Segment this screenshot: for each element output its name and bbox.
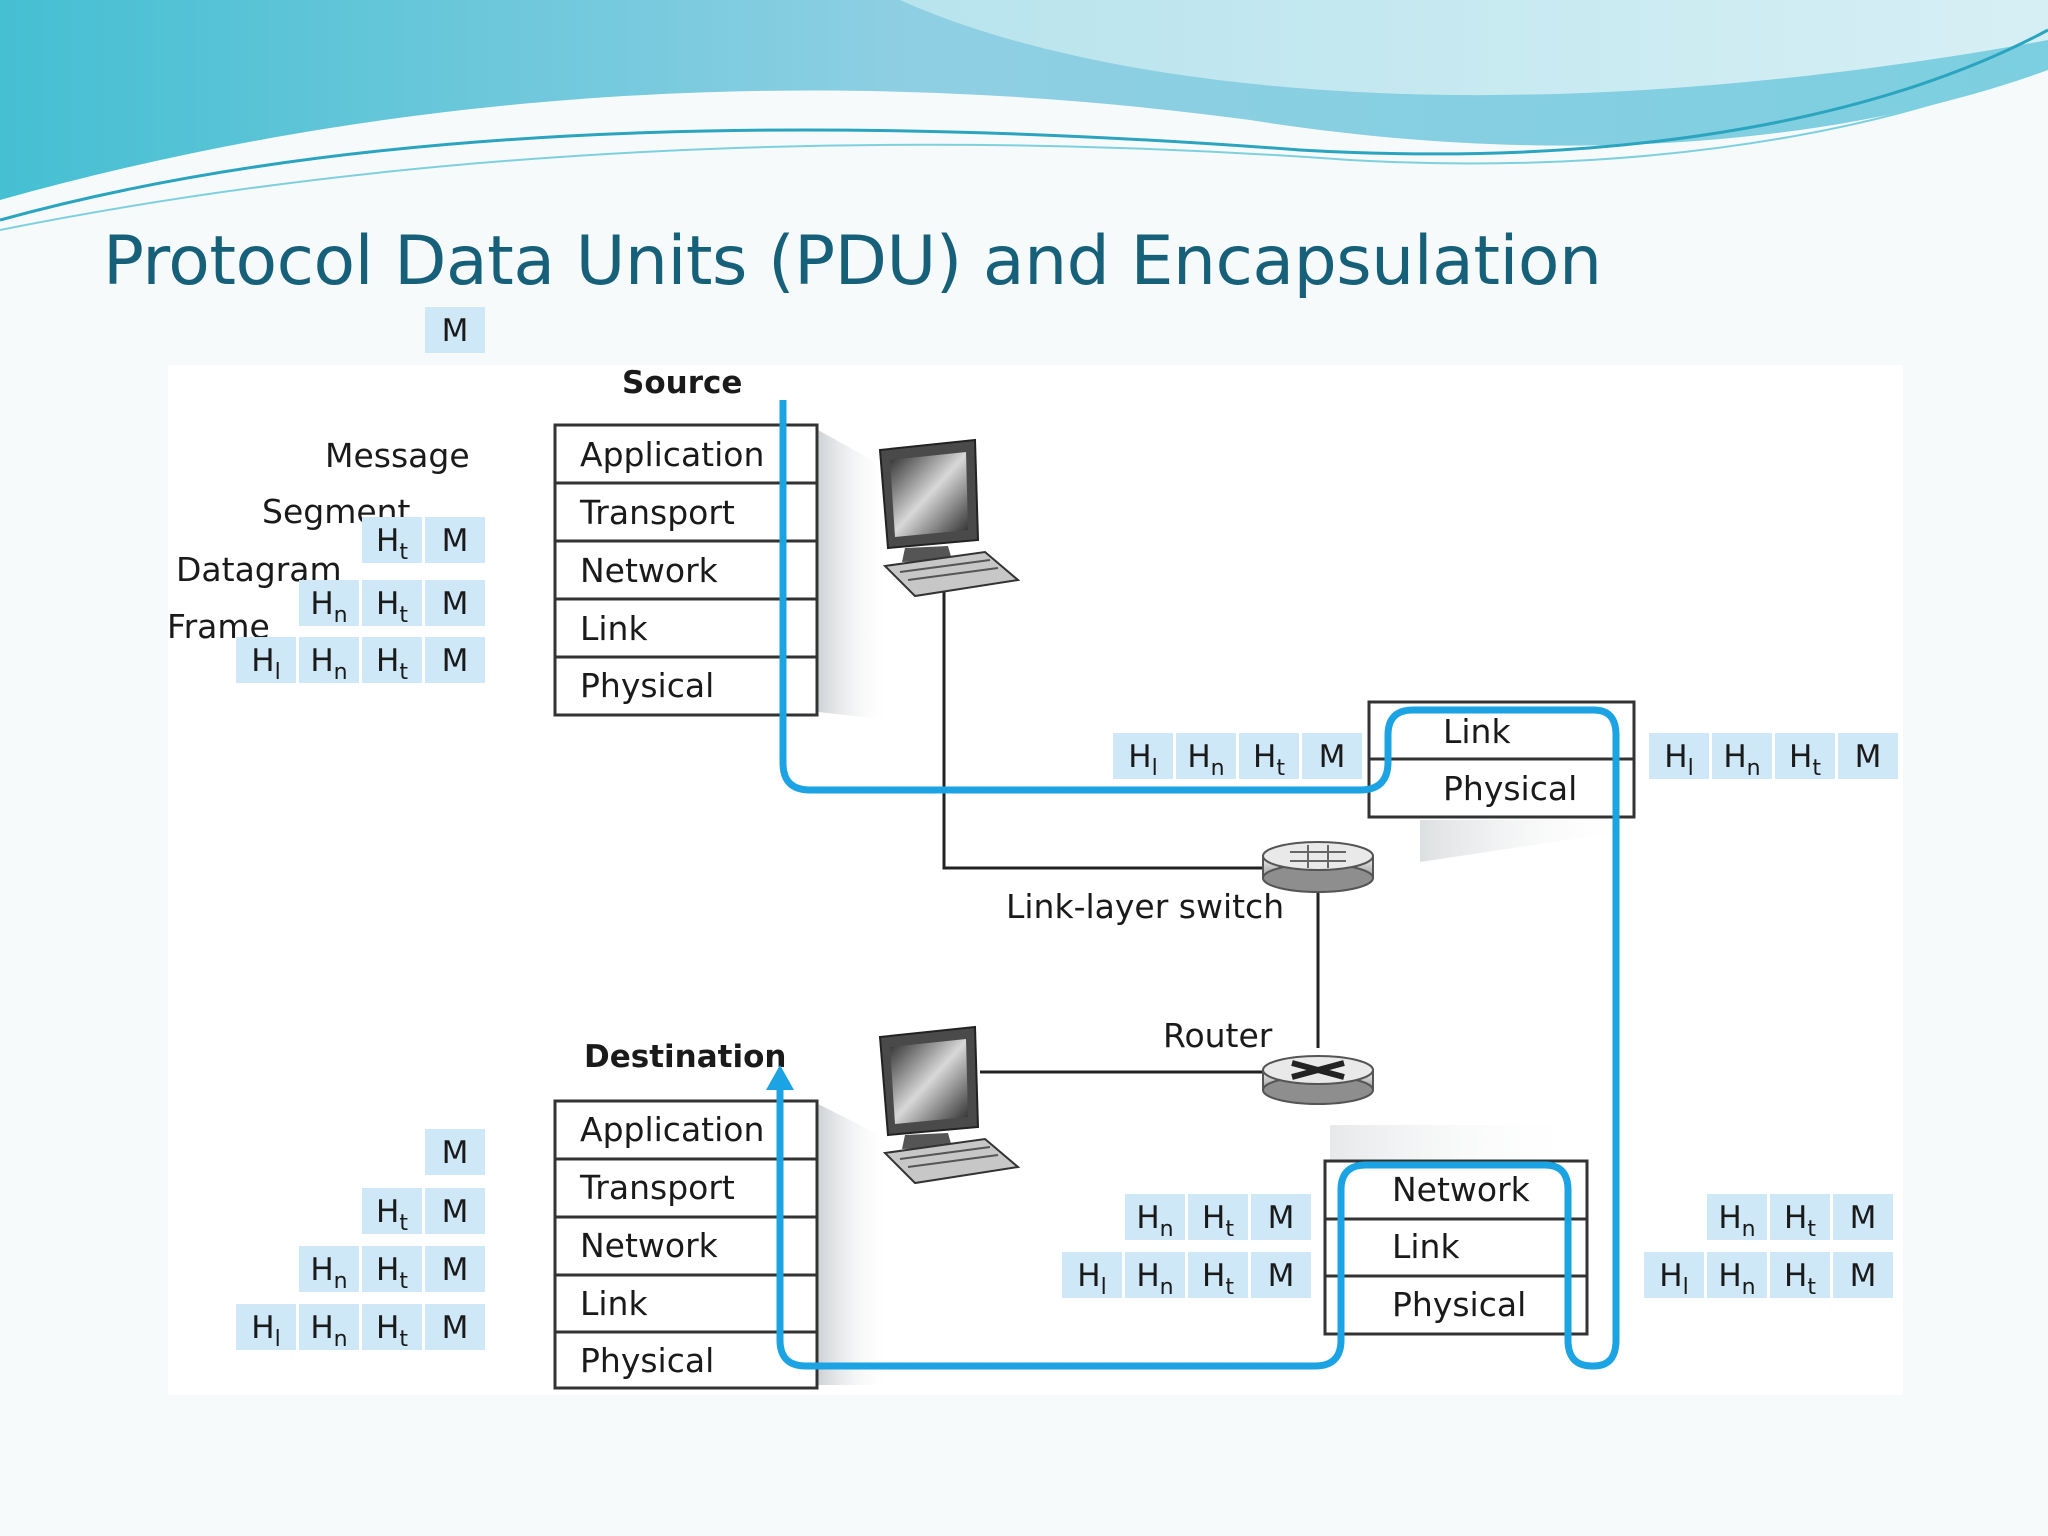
pdu-header-cell-network <box>1125 1252 1185 1298</box>
pdu-header-cell-transport <box>362 580 422 626</box>
pdu-message-cell <box>425 637 485 683</box>
pdu-message-text: M <box>1268 1258 1295 1294</box>
pdu-header-cell-network <box>1712 733 1772 779</box>
router-layer-physical: Physical <box>1392 1285 1526 1324</box>
pdu-message-cell <box>1833 1194 1893 1240</box>
pdu-message-cell <box>425 1246 485 1292</box>
pdu-message-text: M <box>442 313 469 349</box>
pdu-header-cell-link <box>1113 733 1173 779</box>
router-stack <box>1323 1159 1589 1336</box>
pdu-name-message: Message <box>325 436 470 475</box>
pdu-message-text: M <box>442 586 469 622</box>
pdu-message-cell <box>1251 1252 1311 1298</box>
pdu-header-text-network: Hn <box>1723 739 1760 781</box>
destination-stack <box>553 1099 819 1390</box>
source-layer-application: Application <box>580 435 764 474</box>
router-shade <box>1330 1125 1590 1160</box>
pdu-message-text: M <box>442 1135 469 1171</box>
destination-layer-transport: Transport <box>579 1168 735 1207</box>
pdu-message-text: M <box>442 1310 469 1346</box>
pdu-message-cell <box>425 1129 485 1175</box>
arrowhead-icon <box>766 1065 794 1090</box>
pdu-header-cell-network <box>1707 1194 1767 1240</box>
pdu-message-text: M <box>1850 1258 1877 1294</box>
pdu-header-cell-network <box>299 1246 359 1292</box>
pdu-message-text: M <box>1850 1200 1877 1236</box>
destination-layer-physical: Physical <box>580 1341 714 1380</box>
destination-layer-network: Network <box>580 1226 719 1265</box>
computer-icon <box>878 438 1021 598</box>
source-layer-network: Network <box>580 551 719 590</box>
pdu-header-cell-link <box>1649 733 1709 779</box>
pdu-header-text-network: Hn <box>310 586 347 628</box>
pdu-message-cell <box>425 307 485 353</box>
router-layer-link: Link <box>1392 1227 1460 1266</box>
source-layer-physical: Physical <box>580 666 714 705</box>
network-links <box>942 583 1320 1074</box>
pdu-message-cell <box>1833 1252 1893 1298</box>
pdu-header-cell-network <box>299 580 359 626</box>
pdu-header-cell-network <box>1707 1252 1767 1298</box>
switch-shade <box>1420 820 1634 862</box>
destination-label: Destination <box>584 1039 786 1075</box>
pdu-header-cell-transport <box>362 1246 422 1292</box>
pdu-header-cell-link <box>236 637 296 683</box>
switch-label: Link-layer switch <box>1006 887 1284 926</box>
pdu-header-cell-transport <box>1770 1194 1830 1240</box>
pdu-header-cell-transport <box>1188 1252 1248 1298</box>
pdu-message-text: M <box>442 643 469 679</box>
pdu-header-cell-network <box>299 1304 359 1350</box>
pdu-message-cell <box>425 1188 485 1234</box>
pdu-header-cell-network <box>299 637 359 683</box>
switch-layer-link: Link <box>1443 712 1511 751</box>
destination-layer-application: Application <box>580 1110 764 1149</box>
pdu-message-cell <box>1302 733 1362 779</box>
source-stack <box>553 423 819 717</box>
pdu-message-cell <box>425 1304 485 1350</box>
pdu-header-cell-link <box>236 1304 296 1350</box>
pdu-message-cell <box>1838 733 1898 779</box>
router-label: Router <box>1163 1016 1273 1055</box>
pdu-message-cell <box>425 580 485 626</box>
pdu-header-cell-transport <box>1770 1252 1830 1298</box>
pdu-message-text: M <box>1855 739 1882 775</box>
source-label: Source <box>622 365 742 401</box>
pdu-message-cell <box>425 517 485 563</box>
pdu-message-text: M <box>442 1194 469 1230</box>
switch-layer-physical: Physical <box>1443 769 1577 808</box>
pdu-message-text: M <box>442 523 469 559</box>
pdu-header-cell-transport <box>362 1304 422 1350</box>
pdu-header-cell-network <box>1176 733 1236 779</box>
pdu-message-text: M <box>442 1252 469 1288</box>
computer-icon <box>878 1025 1021 1185</box>
router-layer-network: Network <box>1392 1170 1531 1209</box>
destination-layer-link: Link <box>580 1284 648 1323</box>
pdu-header-cell-transport <box>362 637 422 683</box>
pdu-header-cell-transport <box>362 1188 422 1234</box>
source-shade <box>818 430 890 720</box>
switch-stack <box>1367 700 1636 819</box>
pdu-header-cell-network <box>1125 1194 1185 1240</box>
slide-title: Protocol Data Units (PDU) and Encapsulat… <box>103 222 1602 301</box>
pdu-message-text: M <box>1319 739 1346 775</box>
pdu-header-cell-transport <box>1239 733 1299 779</box>
source-layer-transport: Transport <box>579 493 735 532</box>
router-icon <box>1262 1055 1374 1105</box>
pdu-header-text-transport: Ht <box>376 1252 408 1294</box>
pdu-header-cell-transport <box>1775 733 1835 779</box>
switch-icon <box>1262 841 1374 893</box>
pdu-header-cell-transport <box>1188 1194 1248 1240</box>
pdu-header-cell-transport <box>362 517 422 563</box>
pdu-header-cell-link <box>1062 1252 1122 1298</box>
source-layer-link: Link <box>580 609 648 648</box>
pdu-header-text-network: Hn <box>1718 1200 1755 1242</box>
pdu-message-text: M <box>1268 1200 1295 1236</box>
header-banner <box>0 0 2048 231</box>
destination-shade <box>818 1104 890 1385</box>
data-path <box>776 400 1620 1370</box>
pdu-header-cell-link <box>1644 1252 1704 1298</box>
pdu-message-cell <box>1251 1194 1311 1240</box>
